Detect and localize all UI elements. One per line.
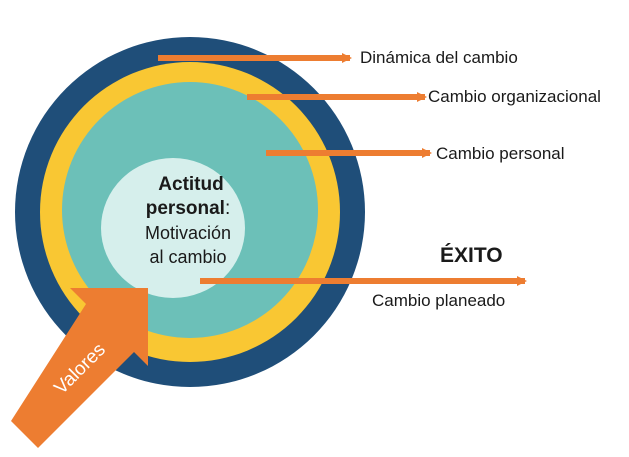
core-title-line2: personal: — [146, 198, 230, 219]
values-arrow — [11, 288, 148, 448]
core-sub-line2: al cambio — [149, 247, 226, 267]
core-title-bold: personal — [146, 198, 225, 219]
inner-layer-label: Cambio personal — [436, 144, 565, 163]
middle-layer-label: Cambio organizacional — [428, 87, 601, 106]
core-sub-line1: Motivación — [145, 223, 231, 243]
core-circle — [101, 158, 245, 298]
core-title-colon: : — [225, 198, 230, 219]
outer-layer-label: Dinámica del cambio — [360, 48, 518, 67]
outcome-label: Cambio planeado — [372, 291, 505, 310]
outcome-title: ÉXITO — [440, 244, 503, 267]
core-title-line1: Actitud — [158, 174, 223, 195]
